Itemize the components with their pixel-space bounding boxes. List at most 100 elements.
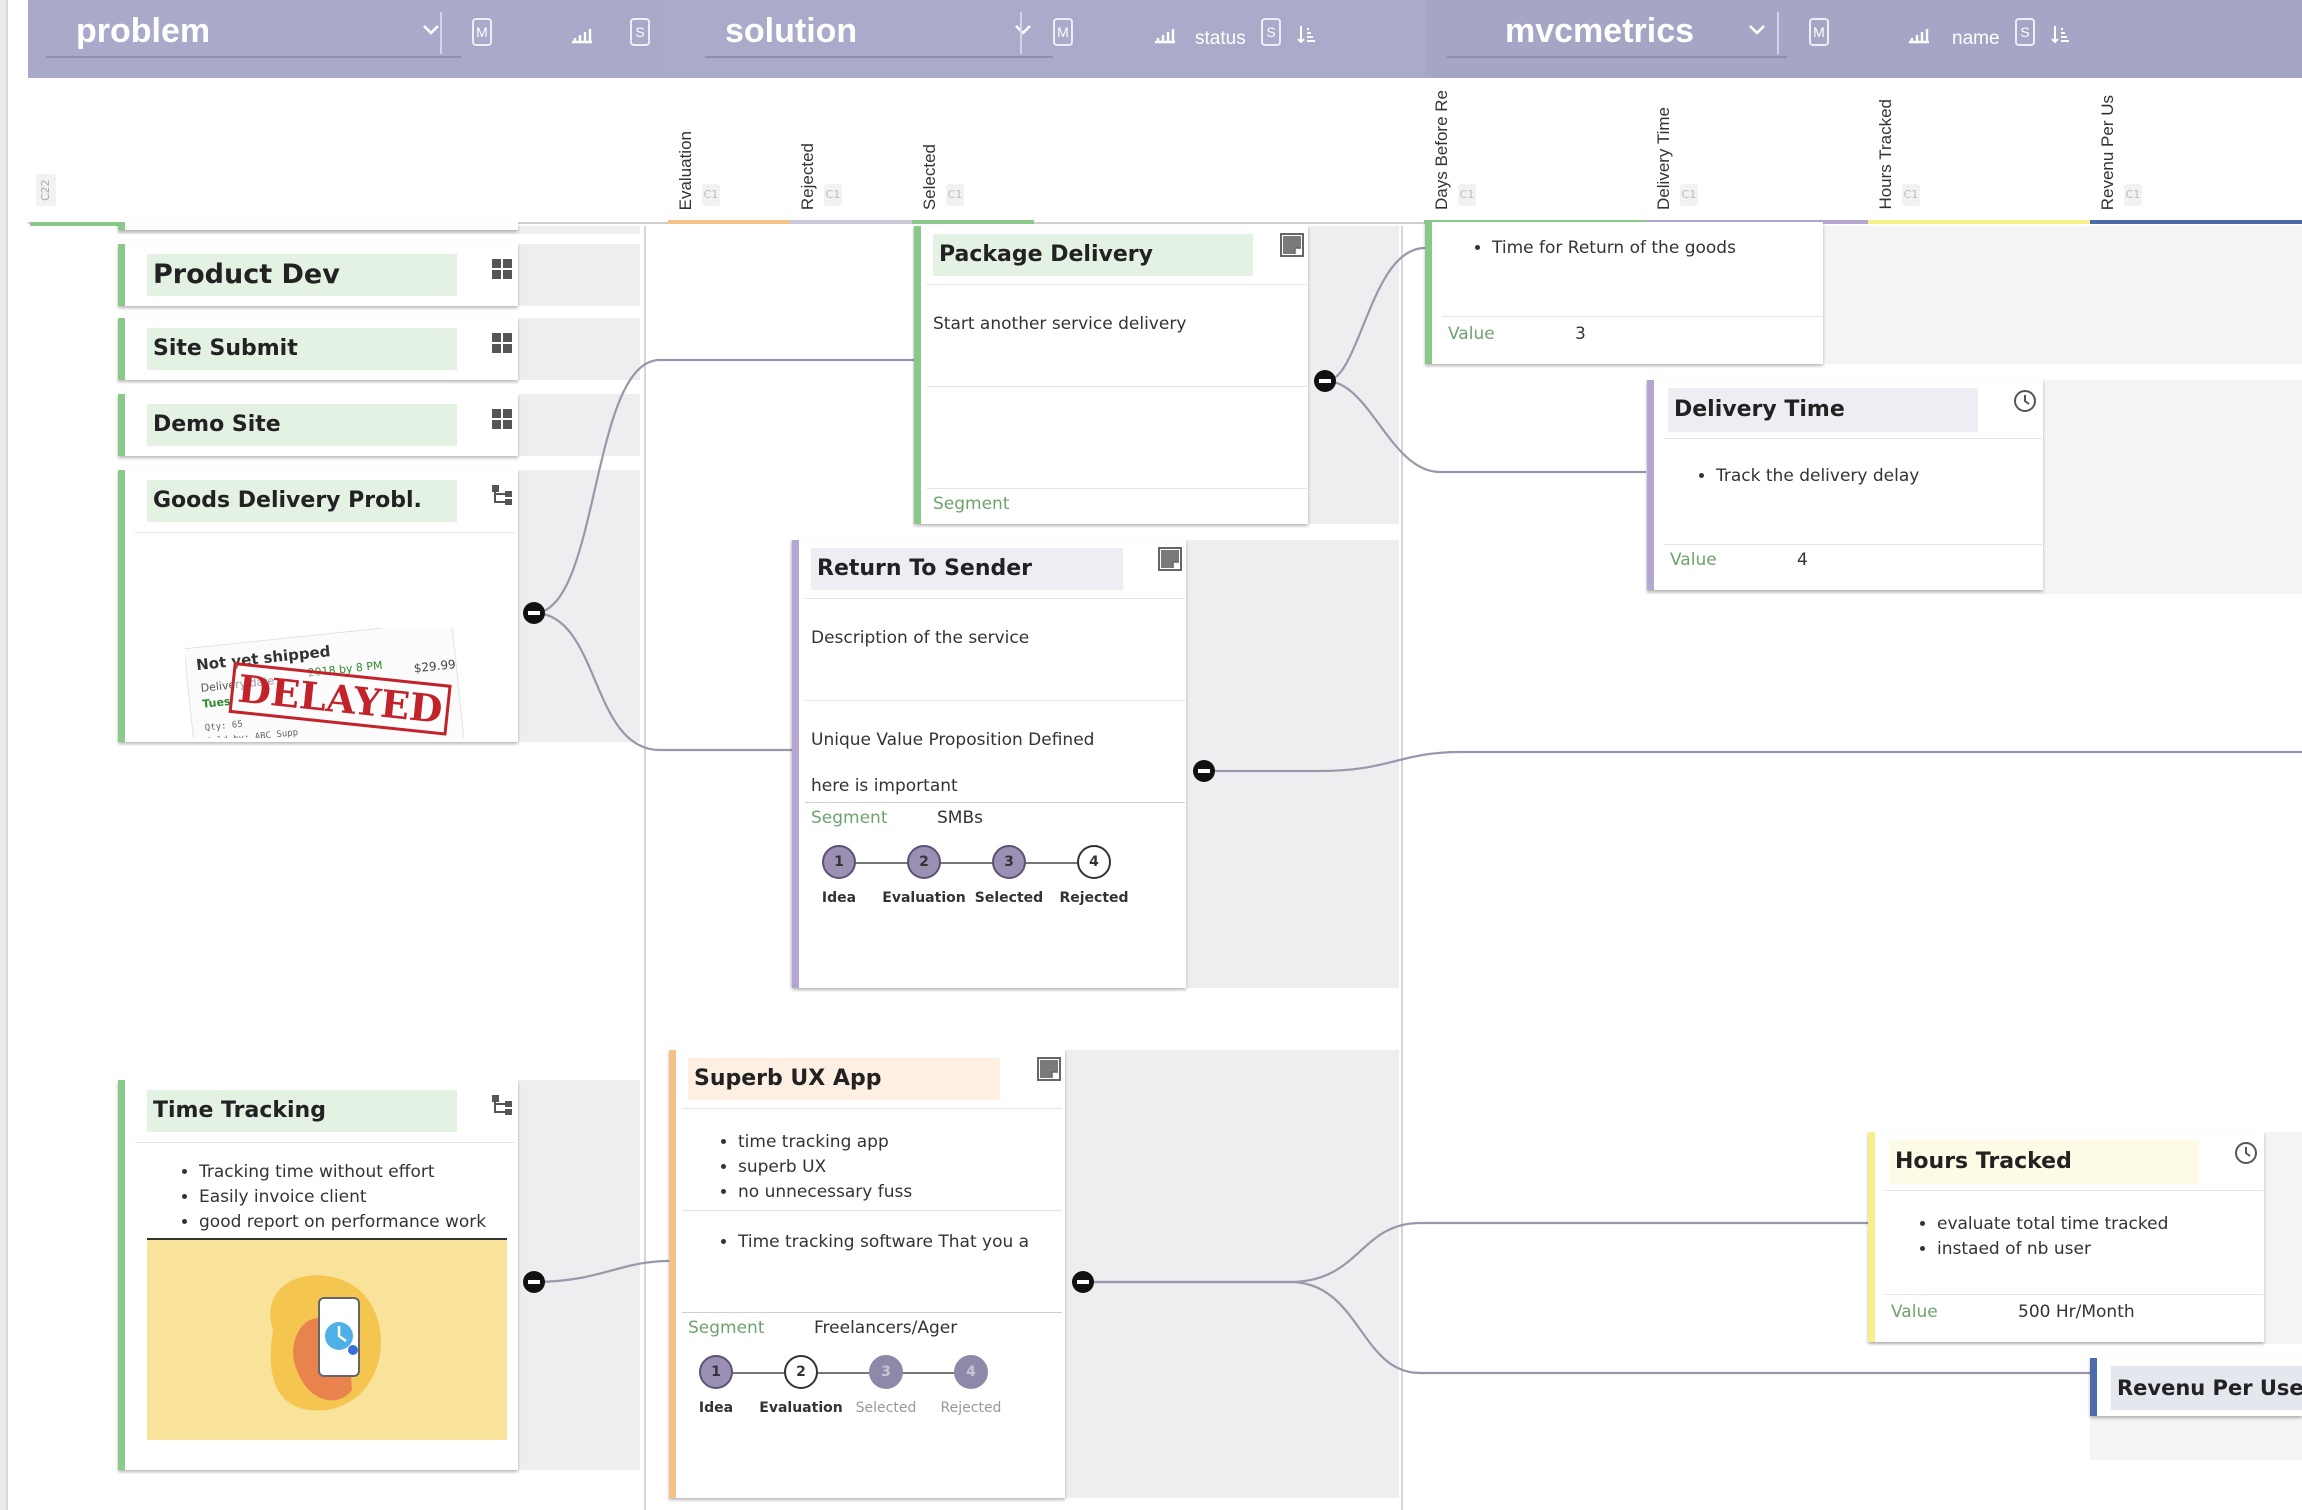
metric-count-badge: C1	[1458, 184, 1476, 206]
metric-count-badge: C1	[1902, 184, 1920, 206]
card-bullets: time tracking app superb UX no unnecessa…	[716, 1130, 912, 1205]
sort-icon[interactable]	[1297, 24, 1315, 44]
problem-column-select[interactable]: problem	[46, 10, 461, 58]
bullet: Time for Return of the goods	[1492, 236, 1736, 261]
bullet: Time tracking software That you a	[738, 1230, 1029, 1255]
collapse-knob-icon[interactable]	[523, 1271, 545, 1293]
status-step-evaluation[interactable]: 2	[907, 845, 941, 879]
problem-card-goods-delivery[interactable]: Goods Delivery Probl. Not yet shipped De…	[118, 470, 518, 742]
tree-icon[interactable]	[491, 484, 513, 506]
sort-field-label: name	[1952, 28, 2000, 49]
card-title: Goods Delivery Probl.	[147, 480, 457, 522]
status-step-selected[interactable]: 3	[992, 845, 1026, 879]
divider	[1442, 316, 1822, 317]
collapse-knob-icon[interactable]	[1072, 1271, 1094, 1293]
problem-card-demo-site[interactable]: Demo Site	[118, 394, 518, 456]
card-title: Time Tracking	[147, 1090, 457, 1132]
divider	[682, 1210, 1062, 1211]
status-step-selected[interactable]: 3	[869, 1355, 903, 1389]
card-title: Delivery Time	[1668, 388, 1978, 432]
divider	[805, 802, 1185, 803]
divider	[1777, 12, 1779, 54]
column-divider	[1401, 226, 1403, 1510]
grid-icon[interactable]	[491, 258, 513, 280]
clock-icon[interactable]	[2233, 1140, 2259, 1166]
card-title: Site Submit	[147, 328, 457, 370]
status-column-selected[interactable]: Selected C1	[912, 78, 1034, 224]
problem-card-partial[interactable]	[118, 222, 518, 230]
card-bullets: Tracking time without effort Easily invo…	[177, 1160, 486, 1235]
status-step-label: Idea	[821, 890, 857, 906]
metric-card-days-before-return[interactable]: Time for Return of the goods Value 3	[1425, 222, 1823, 364]
grid-icon[interactable]	[491, 332, 513, 354]
collapse-knob-icon[interactable]	[1193, 760, 1215, 782]
sort-field-label: status	[1195, 28, 1246, 49]
value-label: Value	[1891, 1302, 1938, 1322]
lane	[118, 226, 640, 234]
card-title: Return To Sender	[811, 548, 1123, 590]
problem-card-site-submit[interactable]: Site Submit	[118, 318, 518, 380]
solution-card-package-delivery[interactable]: Package Delivery Start another service d…	[914, 226, 1308, 524]
metric-column-hours-tracked[interactable]: Hours Tracked C1	[1868, 78, 2090, 224]
metric-card-hours-tracked[interactable]: Hours Tracked evaluate total time tracke…	[1868, 1132, 2264, 1342]
chevron-down-icon	[1015, 25, 1031, 35]
divider	[805, 598, 1185, 599]
delayed-shipment-image: Not yet shipped Delivery date Tues 2018 …	[185, 628, 467, 738]
segment-value: Freelancers/Ager	[814, 1318, 958, 1338]
metric-card-revenue-per-user[interactable]: Revenu Per User	[2090, 1358, 2302, 1416]
status-track	[855, 862, 1105, 864]
note-icon[interactable]	[1157, 546, 1183, 572]
sort-icon[interactable]	[2051, 24, 2069, 44]
problem-header: problem M S	[28, 0, 665, 78]
collapse-knob-icon[interactable]	[1314, 370, 1336, 392]
metric-column-revenue[interactable]: Revenu Per Us C1	[2090, 78, 2302, 224]
mvcmetrics-column-select[interactable]: mvcmetrics	[1447, 10, 1787, 58]
status-step-evaluation[interactable]: 2	[784, 1355, 818, 1389]
image-text: $29.99	[413, 657, 457, 676]
tree-icon[interactable]	[491, 1094, 513, 1116]
divider	[1885, 1294, 2263, 1295]
solution-card-superb-ux[interactable]: Superb UX App time tracking app superb U…	[669, 1050, 1065, 1498]
problem-card-time-tracking[interactable]: Time Tracking Tracking time without effo…	[118, 1080, 518, 1470]
divider	[1885, 1190, 2263, 1191]
status-step-idea[interactable]: 1	[822, 845, 856, 879]
bar-chart-icon[interactable]	[1907, 26, 1931, 44]
status-step-idea[interactable]: 1	[699, 1355, 733, 1389]
chevron-down-icon	[1749, 25, 1765, 35]
bullet: Easily invoice client	[199, 1185, 486, 1210]
s-button[interactable]: S	[1261, 18, 1281, 46]
metric-card-delivery-time[interactable]: Delivery Time Track the delivery delay V…	[1647, 380, 2043, 590]
divider	[927, 386, 1307, 387]
solution-column-select[interactable]: solution	[705, 10, 1053, 58]
status-step-rejected[interactable]: 4	[954, 1355, 988, 1389]
bar-chart-icon[interactable]	[1153, 26, 1177, 44]
m-button[interactable]: M	[1053, 18, 1073, 46]
solution-card-return-to-sender[interactable]: Return To Sender Description of the serv…	[792, 540, 1186, 988]
collapse-knob-icon[interactable]	[523, 602, 545, 624]
s-button[interactable]: S	[2015, 18, 2035, 46]
s-button[interactable]: S	[630, 18, 650, 46]
status-step-label: Evaluation	[759, 1400, 843, 1416]
bullet: time tracking app	[738, 1130, 912, 1155]
note-icon[interactable]	[1279, 232, 1305, 258]
status-column-rejected[interactable]: Rejected C1	[790, 78, 912, 224]
segment-label: Segment	[811, 808, 888, 828]
m-button[interactable]: M	[1809, 18, 1829, 46]
card-title: Product Dev	[147, 254, 457, 296]
status-step-rejected[interactable]: 4	[1077, 845, 1111, 879]
time-tracking-illustration	[147, 1238, 507, 1440]
note-icon[interactable]	[1036, 1056, 1062, 1082]
card-description: Description of the service	[811, 628, 1030, 648]
bar-chart-icon[interactable]	[570, 26, 594, 44]
clock-icon[interactable]	[2012, 388, 2038, 414]
m-button[interactable]: M	[472, 18, 492, 46]
bullet: Track the delivery delay	[1716, 464, 1919, 489]
grid-icon[interactable]	[491, 408, 513, 430]
segment-label: Segment	[933, 494, 1010, 514]
solution-column-name: solution	[725, 12, 858, 50]
problem-card-product-dev[interactable]: Product Dev	[118, 244, 518, 306]
card-title: Demo Site	[147, 404, 457, 446]
metric-count-badge: C1	[2124, 184, 2142, 206]
status-column-evaluation[interactable]: Evaluation C1	[668, 78, 790, 224]
status-step-label: Selected	[974, 890, 1044, 906]
